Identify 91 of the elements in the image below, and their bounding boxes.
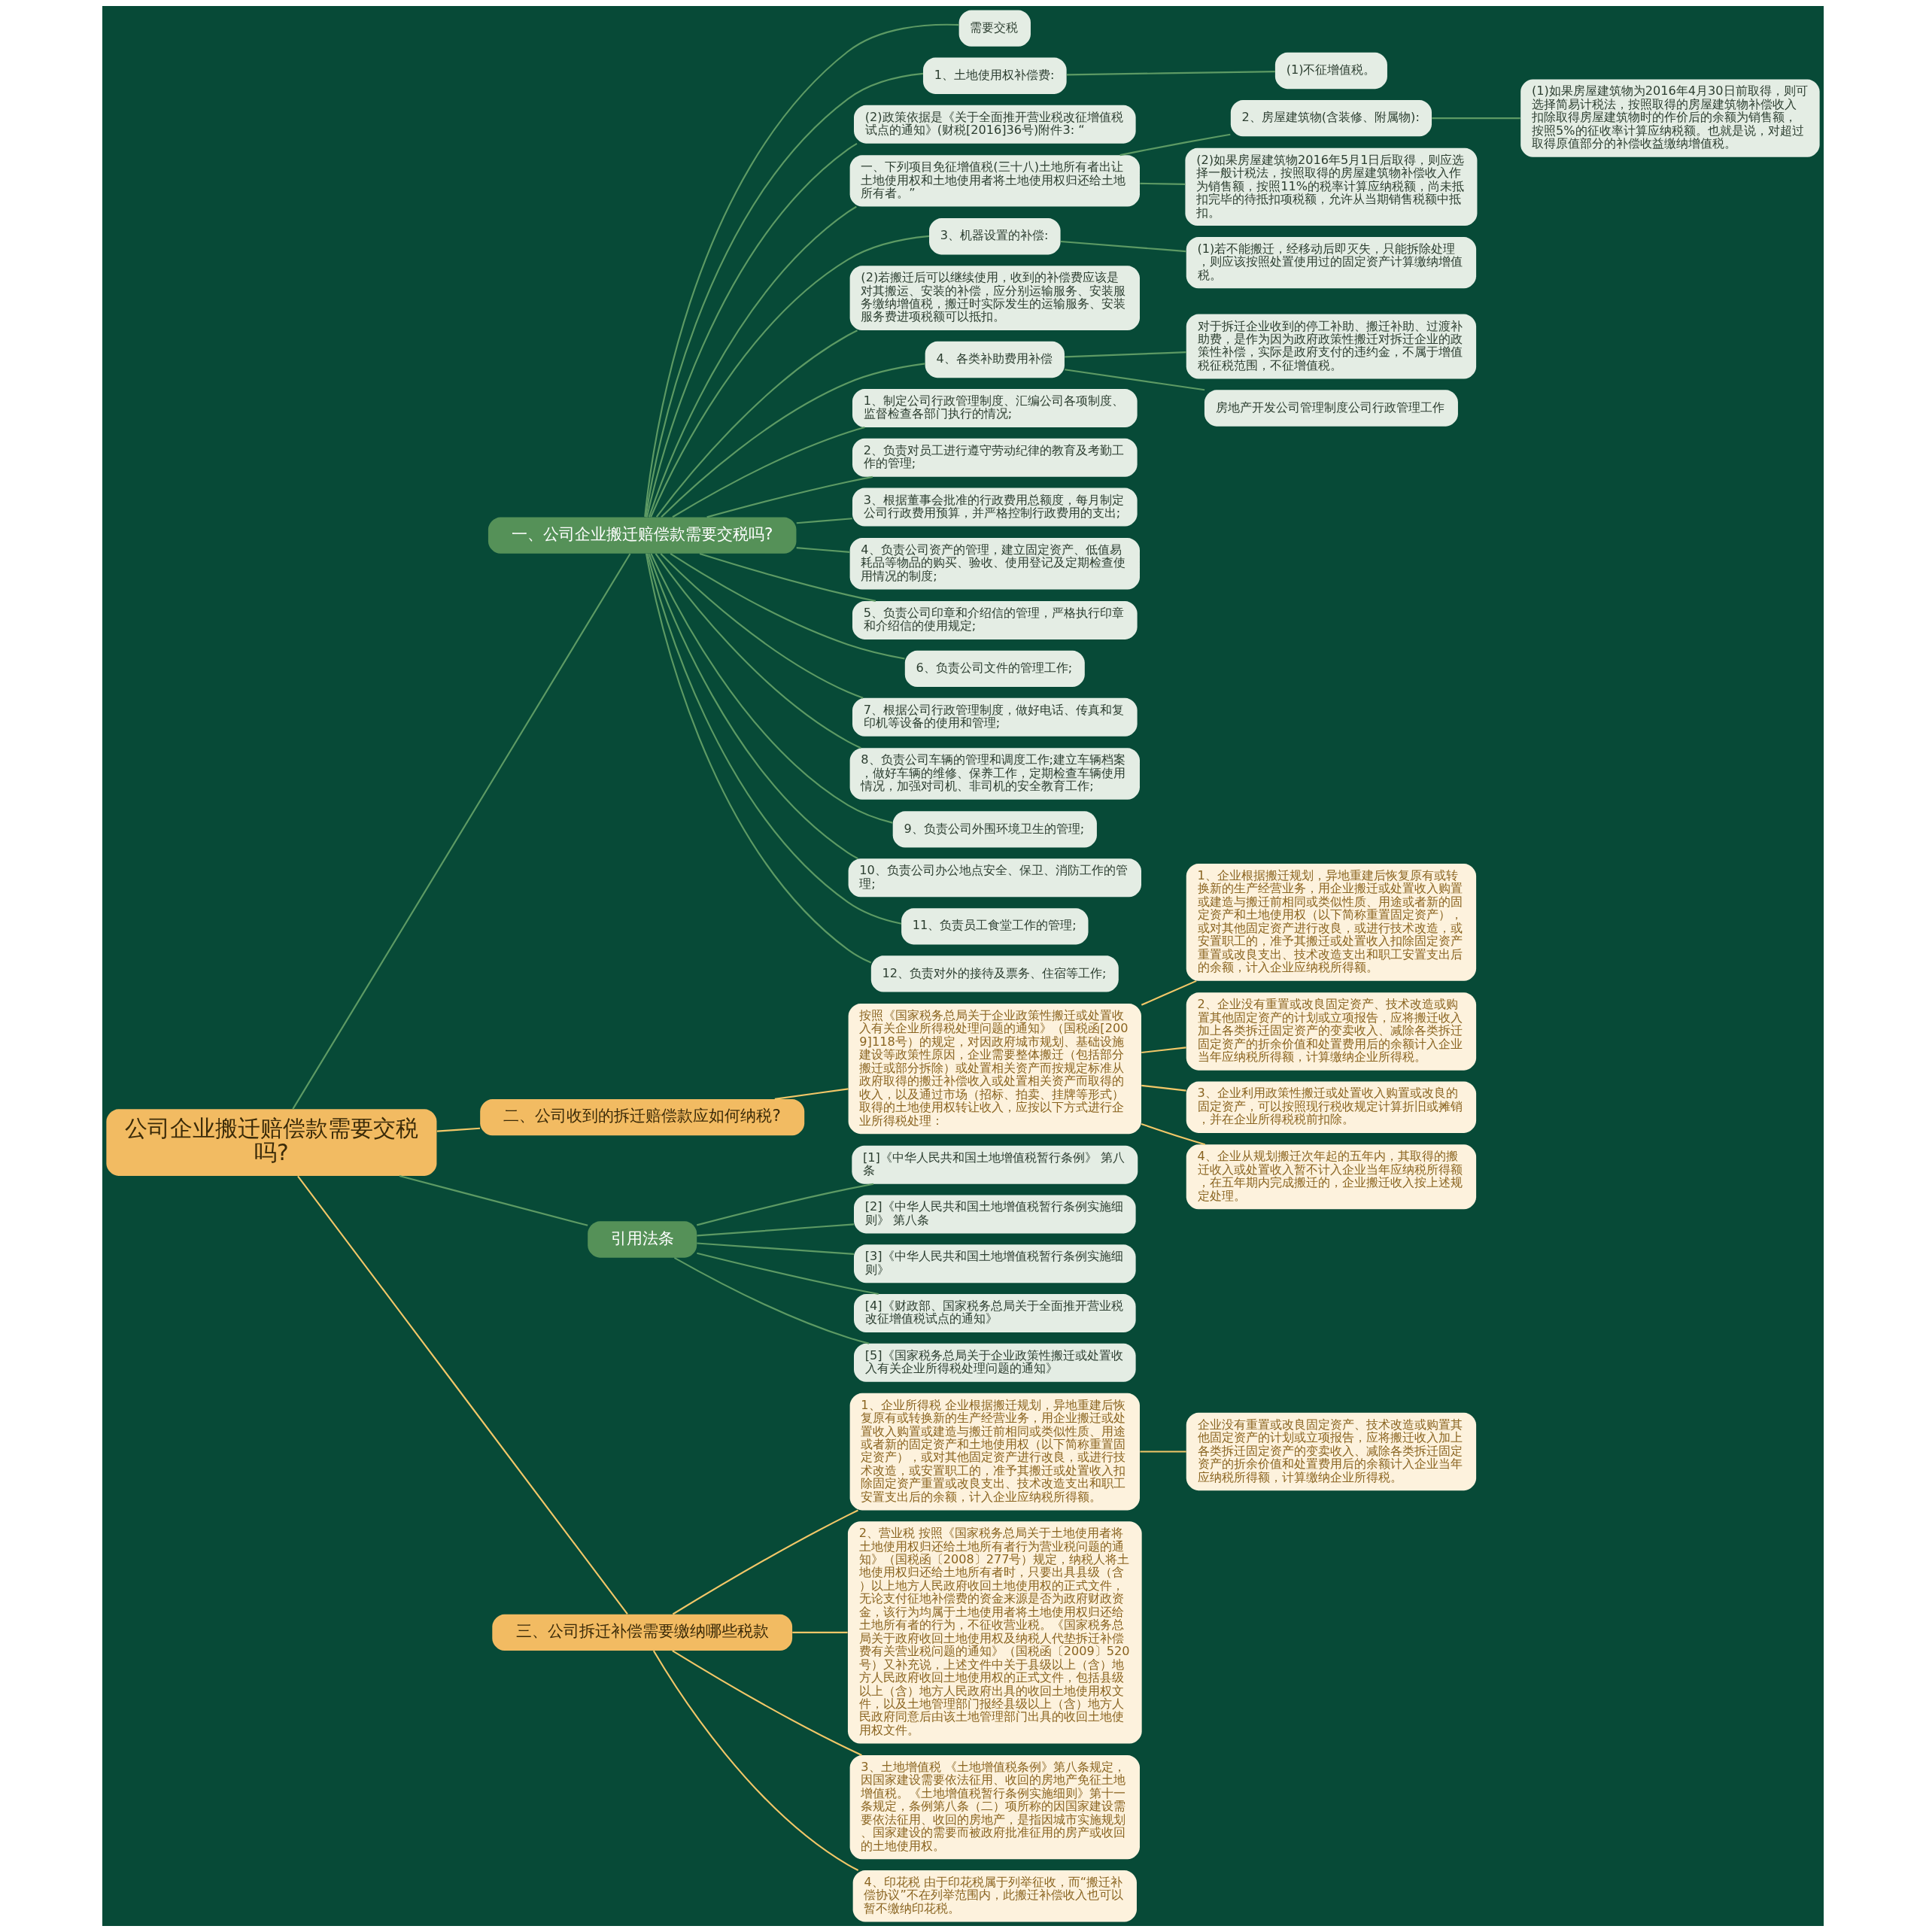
node-box: 6、负责公司文件的管理工作; — [904, 650, 1085, 688]
connector — [648, 205, 857, 518]
node-box: 公司企业搬迁赔偿款需要交税吗? — [106, 1109, 437, 1176]
node-box: 对于拆迁企业收到的停工补助、搬迁补助、过渡补助费，是作为因为政府政策性搬迁对拆迁企业的政策性补偿，实际是政府支付的违约金，不属于增值税征税范围，不征增值税。 — [1186, 314, 1477, 379]
connector — [1141, 1122, 1206, 1146]
node-box: [5]《国家税务总局关于企业政策性搬迁或处置收入有关企业所得税处理问题的通知》 — [854, 1343, 1136, 1382]
node-box: 按照《国家税务总局关于企业政策性搬迁或处置收入有关企业所得税处理问题的通知》（国税函[2009]118号）的规定，对因政府城市规划、基础设施建设等政策性原因，企业需要整体搬迁（包括部分搬迁或部分拆除）或处置相关资产而按规定标准从政府取得的搬迁补偿收入或处置相关资产而取得的收入，以及通过市场（招标、拍卖、挂牌等形式）取得的土地使用权转让收入，应按以下方式进行企业所得税处理： — [848, 1004, 1141, 1135]
node-box: 引用法条 — [588, 1221, 697, 1258]
node-box: 2、营业税 按照《国家税务总局关于土地使用者将土地使用权归还给土地所有者行为营业税问题的通知》（国税函〔2008〕277号）规定，纳税人将土地使用权归还给土地所有者时，只要出具县级（含）以上地方人民政府收回土地使用权的正式文件，无论支付征地补偿费的资金来源是否为政府财政资金，该行为均属于土地使用者将土地使用权归还给土地所有者的行为，不征收营业税。《国家税务总局关于政府收回土地使用权及纳税人代垫拆迁补偿费有关营业税问题的通知》（国税函〔2009〕520号）又补充说，上述文件中关于县级以上（含）地方人民政府收回土地使用权的正式文件，包括县级以上（含）地方人民政府出具的收回土地使用权文件，以及土地管理部门报经县级以上（含）地方人民政府同意后由该土地管理部门出具的收回土地使用权文件。 — [847, 1521, 1142, 1744]
node-box: 5、负责公司印章和介绍信的管理，严格执行印章和介绍信的使用规定; — [852, 600, 1138, 639]
node-box: 10、负责公司办公地点安全、保卫、消防工作的管理; — [848, 858, 1141, 898]
node-box: 一、公司企业搬迁赔偿款需要交税吗? — [488, 517, 797, 554]
node-box: 4、印花税 由于印花税属于列举征收，而“搬迁补偿协议”不在列举范围内，此搬迁补偿收入也可以暂不缴纳印花税。 — [852, 1870, 1137, 1922]
connector — [660, 553, 864, 699]
node-box: 2、房屋建筑物(含装修、附属物): — [1230, 99, 1432, 137]
node-box: 3、企业利用政策性搬迁或处置收入购置或改良的固定资产，可以按照现行税收规定计算折旧或摊销，并在企业所得税税前扣除。 — [1186, 1081, 1477, 1133]
node-box: (1)不征增值税。 — [1274, 52, 1387, 90]
connector — [646, 143, 858, 518]
connector — [644, 23, 959, 517]
node-box: 2、企业没有重置或改良固定资产、技术改造或购置其他固定资产的计划或立项报告，应将搬迁收入加上各类拆迁固定资产的变卖收入、减除各类拆迁固定资产的折余价值和处置费用后的余额计入企业当年应纳税所得额，计算缴纳企业所得税。 — [1186, 992, 1477, 1071]
node-box: 4、负责公司资产的管理，建立固定资产、低值易耗品等物品的购买、验收、使用登记及定期检查使用情况的制度; — [849, 538, 1140, 590]
connector — [648, 553, 858, 860]
connector — [292, 553, 631, 1110]
node-box: 需要交税 — [958, 10, 1031, 47]
node-box: (1)如果房屋建筑物为2016年4月30日前取得，则可选择简易计税法，按照取得的房屋建筑物补偿收入扣除取得房屋建筑物时的作价后的余额为销售额，按照5%的征收率计算应纳税额。也就是说，对超过取得原值部分的补偿收益缴纳增值税。 — [1520, 79, 1820, 157]
connector — [436, 1127, 481, 1132]
connector — [650, 235, 930, 518]
node-box: (2)政策依据是《关于全面推开营业税改征增值税试点的通知》(财税[2016]36号)附件3: “ — [854, 105, 1136, 144]
node-box: [4]《财政部、国家税务总局关于全面推开营业税改征增值税试点的通知》 — [854, 1294, 1136, 1333]
connector — [697, 1242, 855, 1255]
connector — [655, 553, 861, 749]
node-box: 4、各类补助费用补偿 — [925, 341, 1065, 378]
node-box: (1)若不能搬迁，经移动后即灭失，只能拆除处理，则应该按照处置使用过的固定资产计算缴纳增值税。 — [1186, 236, 1477, 289]
node-box: 三、公司拆迁补偿需要缴纳哪些税款 — [492, 1614, 793, 1651]
node-box: [1]《中华人民共和国土地增值税暂行条例》 第八条 — [852, 1145, 1138, 1184]
connector — [672, 1650, 862, 1756]
connector — [661, 363, 925, 518]
node-box: 3、根据董事会批准的行政费用总额度，每月制定公司行政费用预算，并严格控制行政费用的支出; — [852, 488, 1138, 527]
node-box: 3、土地增值税 《土地增值税条例》第八条规定，因国家建设需要依法征用、收回的房地产免征土地增值税。《土地增值税暂行条例实施细则》第十一条规定，条例第八条（二）项所称的因国家建设需要依法征用、收回的房地产，是指因城市实施规划、国家建设的需要而被政府批准征用的房产或收回的土地使用权。 — [849, 1755, 1140, 1860]
node-box: 4、企业从规划搬迁次年起的五年内，其取得的搬迁收入或处置收入暂不计入企业当年应纳税所得额，在五年期内完成搬迁的，企业搬迁收入按上述规定处理。 — [1186, 1144, 1477, 1210]
connector — [699, 552, 876, 602]
connector — [1065, 369, 1205, 391]
connector — [706, 475, 873, 518]
node-box: 7、根据公司行政管理制度，做好电话、传真和复印机等设备的使用和管理; — [852, 697, 1138, 737]
node-box: [3]《中华人民共和国土地增值税暂行条例实施细则》 — [854, 1244, 1136, 1283]
connector — [399, 1174, 588, 1226]
connector — [774, 1088, 849, 1100]
node-box: 1、制定公司行政管理制度、汇编公司各项制度、监督检查各部门执行的情况; — [852, 388, 1138, 427]
connector — [1432, 117, 1520, 120]
connector — [297, 1175, 628, 1615]
connector — [650, 553, 893, 824]
connector — [697, 1252, 879, 1295]
node-box: 一、下列项目免征增值税(三十八)土地所有者出让土地使用权和土地使用者将土地使用权归还给土地所有者。” — [849, 155, 1140, 207]
node-box: (2)如果房屋建筑物2016年5月1日后取得，则应选择一般计税法，按照取得的房屋建筑物补偿收入作为销售额，按照11%的税率计算应纳税额，尚未抵扣完毕的待抵扣项税额，允许从当期销售税额中抵扣。 — [1185, 147, 1478, 226]
node-box: 1、土地使用权补偿费: — [922, 57, 1067, 94]
connector — [697, 1223, 855, 1237]
node-box: [2]《中华人民共和国土地增值税暂行条例实施细则》 第八条 — [854, 1195, 1136, 1234]
connector — [670, 552, 905, 660]
node-box: 11、负责员工食堂工作的管理; — [901, 908, 1089, 945]
connector — [1140, 182, 1186, 185]
connector — [1119, 133, 1231, 156]
connector — [796, 518, 852, 524]
connector — [1065, 351, 1186, 358]
node-box: 二、公司收到的拆迁赔偿款应如何纳税? — [480, 1098, 805, 1136]
connector — [1141, 980, 1197, 1006]
connector — [792, 1631, 848, 1633]
connector — [672, 1509, 858, 1615]
node-box: 1、企业根据搬迁规划，异地重建后恢复原有或转换新的生产经营业务，用企业搬迁或处置收入购置或建造与搬迁前相同或类似性质、用途或者新的固定资产和土地使用权（以下简称重置固定资产），或对其他固定资产进行改良，或进行技术改造，或安置职工的，准予其搬迁或处置收入扣除固定资产重置或改良支出、技术改造支出和职工安置支出后的余额，计入企业应纳税所得额。 — [1186, 864, 1477, 981]
node-box: (2)若搬迁后可以继续使用，收到的补偿费应该是对其搬运、安装的补偿，应分别运输服务、安装服务缴纳增值税，搬迁时实际发生的运输服务、安装服务费进项税额可以抵扣。 — [849, 266, 1140, 331]
connector — [1141, 1046, 1186, 1054]
connector — [1141, 1084, 1186, 1092]
node-box: 企业没有重置或改良固定资产、技术改造或购置其他固定资产的计划或立项报告，应将搬迁收入加上各类拆迁固定资产的变卖收入、减除各类拆迁固定资产的折余价值和处置费用后的余额计入企业当年应纳税所得额，计算缴纳企业所得税。 — [1186, 1412, 1477, 1491]
connector — [1140, 1451, 1186, 1453]
node-box: 3、机器设置的补偿: — [929, 218, 1061, 255]
connector — [646, 553, 902, 925]
node-box: 8、负责公司车辆的管理和调度工作;建立车辆档案，做好车辆的维修、保养工作，定期检查车辆使用情况，加强对司机、非司机的安全教育工作; — [849, 748, 1140, 800]
connector — [1066, 71, 1275, 76]
connector — [652, 1650, 859, 1871]
connector — [645, 553, 872, 964]
connector — [673, 1256, 870, 1344]
connector — [796, 547, 850, 553]
connector — [1060, 240, 1186, 253]
node-box: 房地产开发公司管理制度公司行政管理工作 — [1204, 390, 1458, 427]
node-box: 9、负责公司外围环境卫生的管理; — [892, 811, 1097, 848]
connector — [696, 1183, 874, 1226]
node-box: 12、负责对外的接待及票务、住宿等工作; — [870, 955, 1119, 992]
node-box: 1、企业所得税 企业根据搬迁规划，异地重建后恢复原有或转换新的生产经营业务，用企业搬迁或处置收入购置或建造与搬迁前相同或类似性质、用途或者新的固定资产和土地使用权（以下简称重置固定资产），或对其他固定资产进行改良，或进行技术改造，或安置职工的，准予其搬迁或处置收入扣除固定资产重置或改良支出、技术改造支出和职工安置支出后的余额，计入企业应纳税所得额。 — [849, 1393, 1140, 1511]
connector — [655, 330, 858, 518]
connector — [645, 72, 924, 518]
connector — [672, 427, 865, 518]
node-box: 2、负责对员工进行遵守劳动纪律的教育及考勤工作的管理; — [852, 438, 1138, 477]
